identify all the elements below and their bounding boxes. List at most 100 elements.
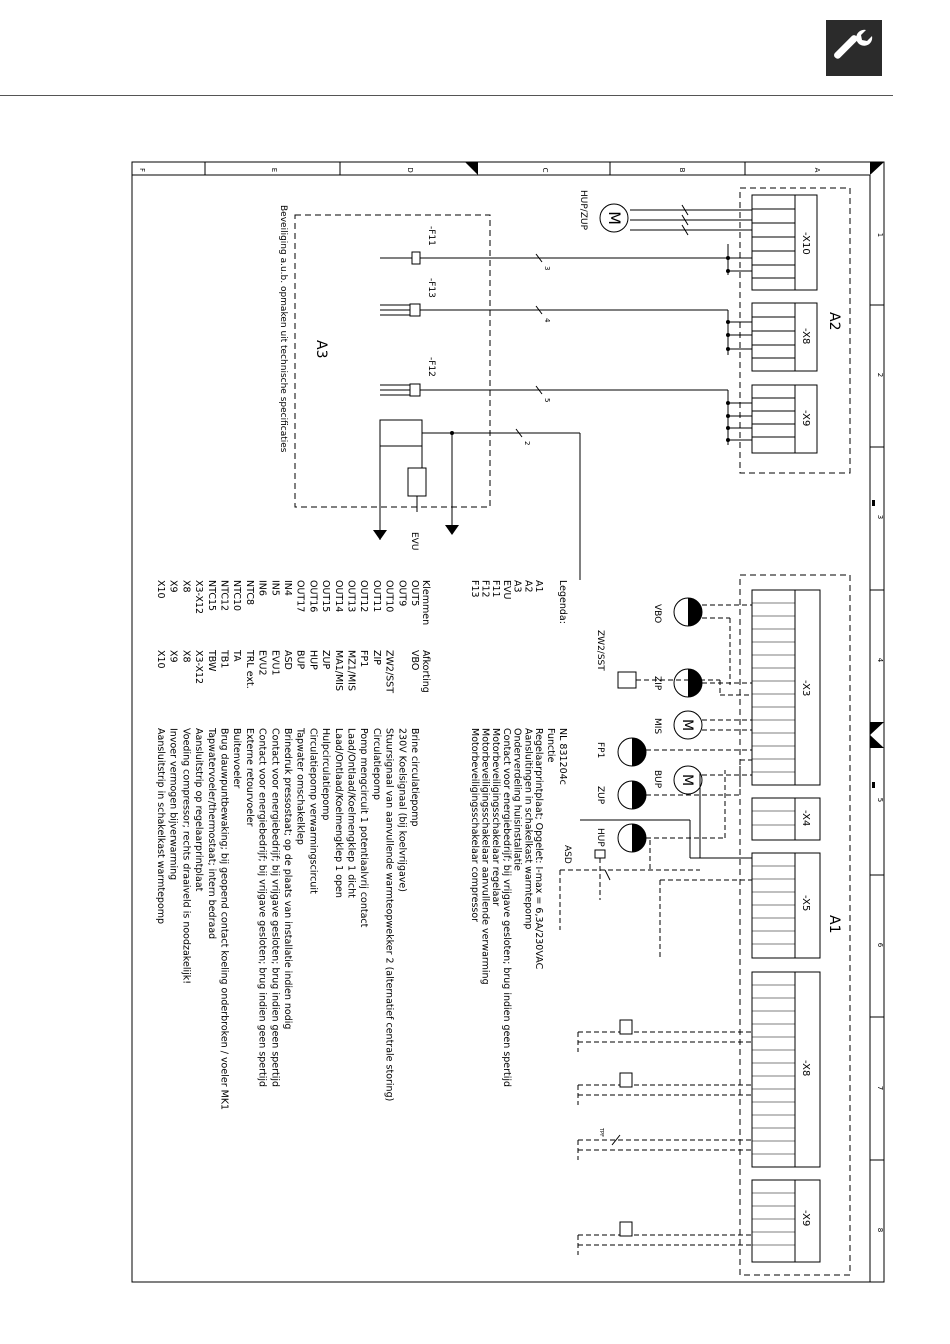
legend-main-desc: Regelaarprintplaat; Opgelet: I-max = 6,3… bbox=[533, 728, 544, 970]
label-f13: -F13 bbox=[426, 278, 436, 298]
group-a1-label: A1 bbox=[826, 915, 842, 933]
legend-nl-header: NL 831204c bbox=[557, 728, 568, 785]
legend-terminal: NTC12 bbox=[219, 580, 230, 611]
tpf-switch bbox=[611, 1134, 621, 1146]
legend-terminal: IN6 bbox=[257, 580, 268, 596]
frame-col-1: 1 bbox=[876, 233, 884, 237]
legend-terminal: IN5 bbox=[269, 580, 280, 596]
legend-terminal-desc: 230V Koelsignaal (bij koelvrijgave) bbox=[396, 728, 407, 892]
legend-terminal: OUT16 bbox=[307, 580, 318, 612]
evu-relay-coil bbox=[407, 467, 427, 497]
frame-row-d: D bbox=[406, 167, 414, 172]
legend-abbreviation: X10 bbox=[155, 650, 166, 669]
legend-abbreviation: EVU1 bbox=[269, 650, 280, 676]
label-zw2-sst: ZW2/SST bbox=[595, 630, 605, 671]
sensor-ntc-1 bbox=[619, 1019, 633, 1035]
legend-main-code: A2 bbox=[522, 580, 533, 593]
legend-abbreviation: ZUP bbox=[320, 650, 331, 669]
label-bup: BUP bbox=[652, 770, 662, 789]
legend-terminal: OUT13 bbox=[346, 580, 357, 612]
label-vbo: VBO bbox=[652, 604, 662, 623]
frame-row-e: E bbox=[270, 168, 278, 172]
legend-abbreviation: HUP bbox=[307, 650, 318, 670]
breaker-f11 bbox=[411, 251, 421, 265]
legend-main-desc: Aansluitingen in schakelkast warmtepomp bbox=[522, 728, 533, 929]
legend-functie-header: Functie bbox=[545, 728, 556, 763]
breaker-f12 bbox=[409, 383, 421, 397]
drawing-frame bbox=[131, 161, 885, 1283]
legend-terminal: OUT10 bbox=[384, 580, 395, 612]
label-evu: EVU bbox=[409, 532, 419, 550]
terminal-x10-a2-label: -X10 bbox=[800, 232, 811, 255]
legend-abbreviation: X9 bbox=[168, 650, 179, 663]
motor-bup bbox=[673, 765, 703, 795]
label-hup: HUP bbox=[595, 828, 605, 847]
a3-note: Beveiliging a.u.b. opmaken uit technisch… bbox=[278, 205, 288, 453]
evu-contact bbox=[379, 419, 423, 447]
legend-terminal-desc: Tapwater omschakelklep bbox=[295, 727, 306, 845]
legend-terminal-desc: Laad/Ontlaad/Koelmengklep 1 open bbox=[333, 728, 344, 898]
legend-terminal: X9 bbox=[168, 580, 179, 593]
legend-abbreviation: BUP bbox=[295, 650, 306, 669]
legend-terminal-desc: Pomp mengcircuit 1 potentiaalvrij contac… bbox=[358, 728, 369, 928]
label-hup-zup: HUP/ZUP bbox=[578, 190, 588, 231]
legend-main-code: EVU bbox=[501, 580, 512, 600]
frame-col-4: 4 bbox=[876, 658, 884, 663]
frame-col-7: 7 bbox=[876, 1086, 884, 1090]
wire-count-2: 2 bbox=[523, 441, 531, 445]
label-mis: MIS bbox=[652, 718, 662, 734]
header-rule bbox=[0, 95, 893, 96]
frame-row-a: A bbox=[813, 168, 821, 173]
legend-abbreviation: X3-X12 bbox=[193, 650, 204, 684]
label-zip: ZIP bbox=[652, 676, 662, 691]
legend-abbreviation: VBO bbox=[409, 650, 420, 670]
legend-terminal: X3-X12 bbox=[193, 580, 204, 614]
terminal-x9-a2-label: -X9 bbox=[800, 410, 811, 426]
terminal-x3 bbox=[751, 589, 821, 786]
legend-main-code: A1 bbox=[533, 580, 544, 593]
legend-terminal: OUT5 bbox=[409, 580, 420, 606]
terminal-x9-a1 bbox=[751, 1179, 821, 1263]
legend-terminal-desc: Brug dauwpuntbewaking; bij geopend conta… bbox=[219, 728, 230, 1110]
motor-mis bbox=[673, 710, 703, 740]
legend-terminal-desc: Laad/Ontlaad/Koelmengklep 1 dicht bbox=[346, 728, 357, 898]
terminal-x8-a1-label: -X8 bbox=[800, 1060, 811, 1076]
legend-abbreviation: TA bbox=[231, 649, 242, 662]
wire-count-5: 5 bbox=[543, 398, 551, 402]
motor-bup-m: M bbox=[679, 774, 695, 786]
legend-terminal-desc: Tapwatervoeler/thermostaat; intern bedra… bbox=[206, 727, 217, 939]
label-asd: ASD bbox=[562, 845, 572, 864]
label-tpf: TPF bbox=[598, 1127, 604, 1137]
legend-main-code: F13 bbox=[469, 580, 480, 598]
legend-abbreviation: EVU2 bbox=[257, 650, 268, 676]
frame-col-2: 2 bbox=[876, 373, 884, 377]
legend-abbreviation: TBW bbox=[206, 649, 217, 672]
legend-terminal: NTC15 bbox=[206, 580, 217, 611]
legend-terminal: OUT12 bbox=[358, 580, 369, 612]
wire-count-4: 4 bbox=[543, 318, 551, 323]
legend-main-desc: Motorbeveiligingsschakelaar compressor bbox=[469, 728, 480, 922]
legend-abbreviation: ZW2/SST bbox=[384, 650, 395, 693]
breaker-f13 bbox=[409, 303, 421, 317]
terminal-x8-a2 bbox=[751, 302, 818, 372]
motor-mis-m: M bbox=[679, 719, 695, 731]
legend-terminal: OUT11 bbox=[371, 580, 382, 612]
frame-row-b: B bbox=[678, 168, 686, 173]
legend-terminal-desc: Circulatiepomp bbox=[371, 728, 382, 800]
legend-title: Legenda: bbox=[557, 580, 568, 624]
legend-terminal: NTC10 bbox=[231, 580, 242, 611]
legend-terminal-desc: Externe retourvoeler bbox=[244, 728, 255, 827]
legend-terminal-desc: Invoer vermogen bijverwarming bbox=[168, 728, 179, 880]
terminal-x10-a2 bbox=[751, 194, 818, 291]
legend-main-code: A3 bbox=[512, 580, 523, 593]
legend-terminal-desc: Circulatiepomp verwarmingscircuit bbox=[307, 728, 318, 894]
group-a2-box bbox=[739, 187, 851, 474]
legend-terminal: NTC8 bbox=[244, 580, 255, 605]
frame-col-5: 5 bbox=[876, 798, 884, 802]
legend-terminal: X8 bbox=[180, 580, 191, 593]
motor-hup-zup-m: M bbox=[605, 211, 624, 225]
frame-col-8: 8 bbox=[876, 1228, 884, 1232]
legend-abbreviation: TB1 bbox=[219, 649, 230, 668]
terminal-x9-a2 bbox=[751, 384, 818, 454]
